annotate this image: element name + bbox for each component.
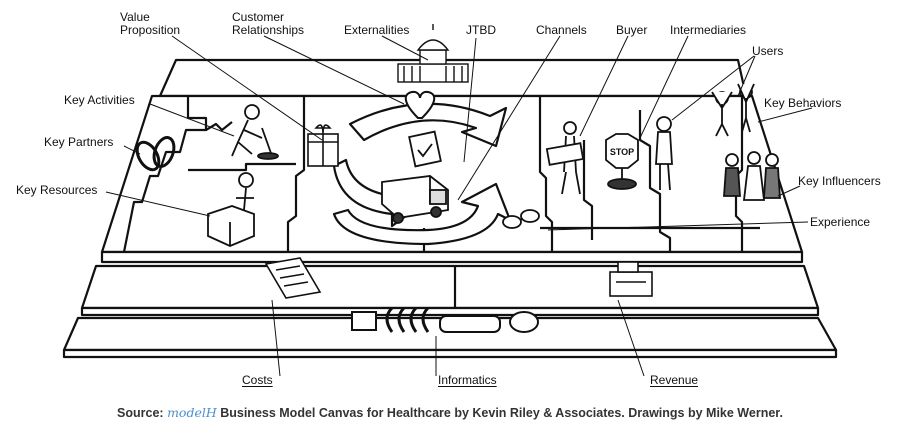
stop-sign-text: STOP <box>610 147 634 157</box>
truck-drawing <box>381 175 449 224</box>
capitol-drawing <box>397 24 469 83</box>
label-key-behaviors: Key Behaviors <box>764 96 842 110</box>
source-prefix: Source: <box>117 406 168 420</box>
costs-revenue-slab <box>80 264 820 317</box>
buyer-drawing <box>545 121 585 195</box>
label-buyer: Buyer <box>616 23 648 37</box>
label-informatics: Informatics <box>438 373 497 387</box>
label-jtbd: JTBD <box>466 23 496 37</box>
label-key-partners: Key Partners <box>44 135 114 149</box>
informatics-slab <box>62 316 838 359</box>
leader-lines <box>105 35 813 377</box>
gift-drawing <box>307 124 339 167</box>
chain-drawing <box>135 136 176 172</box>
label-externalities: Externalities <box>344 23 410 37</box>
label-revenue: Revenue <box>650 373 699 387</box>
stop-sign-drawing: STOP <box>605 133 639 190</box>
label-key-activities: Key Activities <box>64 93 135 107</box>
influencers-drawing <box>723 151 781 201</box>
value-proposition-text: Value Proposition <box>120 10 181 37</box>
modelh-logo: modelH <box>167 405 217 420</box>
intermediary-drawing <box>655 116 673 191</box>
label-users: Users <box>752 44 784 58</box>
label-intermediaries: Intermediaries <box>670 23 747 37</box>
cash-register-drawing <box>609 261 653 297</box>
label-value-proposition: Value Proposition <box>120 11 200 37</box>
label-key-influencers: Key Influencers <box>798 174 881 188</box>
users-drawing <box>711 83 755 137</box>
source-text: Business Model Canvas for Healthcare by … <box>216 406 783 420</box>
label-channels: Channels <box>536 23 587 37</box>
receipt-drawing <box>264 257 322 299</box>
mover-drawing <box>207 172 255 247</box>
heart-drawing <box>404 90 436 119</box>
customer-relationships-text: Customer Relationships <box>232 10 305 37</box>
label-costs: Costs <box>242 373 273 387</box>
label-experience: Experience <box>810 215 871 229</box>
label-customer-relationships: Customer Relationships <box>232 11 304 37</box>
clipboard-drawing <box>408 130 442 168</box>
worker-drawing <box>231 104 279 160</box>
label-key-resources: Key Resources <box>16 183 98 197</box>
source-caption: Source: modelH Business Model Canvas for… <box>0 405 900 420</box>
informatics-drawing <box>351 306 539 333</box>
glasses-drawing <box>502 209 540 229</box>
